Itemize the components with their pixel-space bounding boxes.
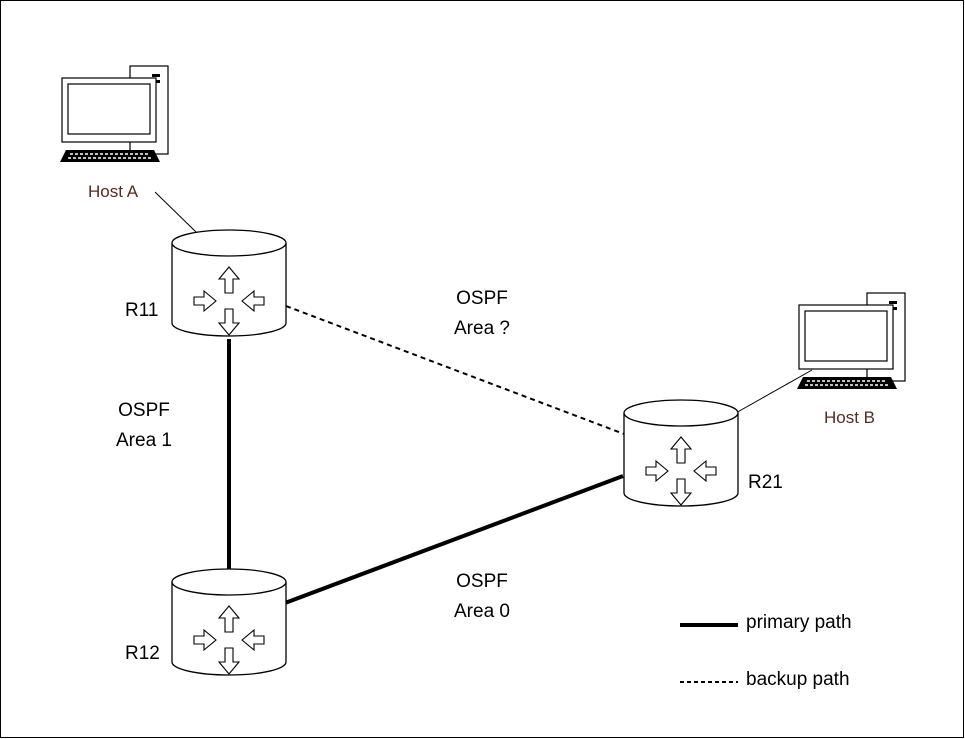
area-unknown-line2: Area ?: [454, 318, 510, 339]
link-r11-r21-backup: [285, 305, 625, 435]
hosta-r11-link: [154, 191, 197, 233]
hostb-r21-link: [733, 369, 813, 415]
host-a-label: Host A: [88, 182, 139, 201]
area-unknown-line1: OSPF: [456, 288, 508, 309]
router-r12-icon[interactable]: [171, 568, 287, 676]
area0-label: OSPF Area 0: [442, 567, 522, 627]
router-r21-icon[interactable]: [623, 399, 739, 507]
legend-primary-label: primary path: [746, 612, 852, 633]
link-r12-r21: [284, 474, 624, 605]
legend-backup-label: backup path: [746, 669, 850, 690]
host-b-label: Host B: [824, 408, 876, 427]
router-r11-icon[interactable]: [171, 229, 287, 337]
router-r11-label: R11: [125, 300, 159, 321]
area0-line2: Area 0: [454, 601, 510, 622]
area1-line2: Area 1: [116, 430, 172, 451]
area-unknown-label: OSPF Area ?: [442, 284, 522, 344]
host-a-computer-icon[interactable]: [59, 65, 169, 163]
host-b-computer-icon[interactable]: [796, 292, 906, 390]
area1-label: OSPF Area 1: [104, 396, 184, 456]
router-r12-label: R12: [125, 643, 160, 664]
area0-line1: OSPF: [456, 571, 508, 592]
router-r21-label: R21: [748, 472, 783, 493]
area1-line1: OSPF: [118, 400, 170, 421]
